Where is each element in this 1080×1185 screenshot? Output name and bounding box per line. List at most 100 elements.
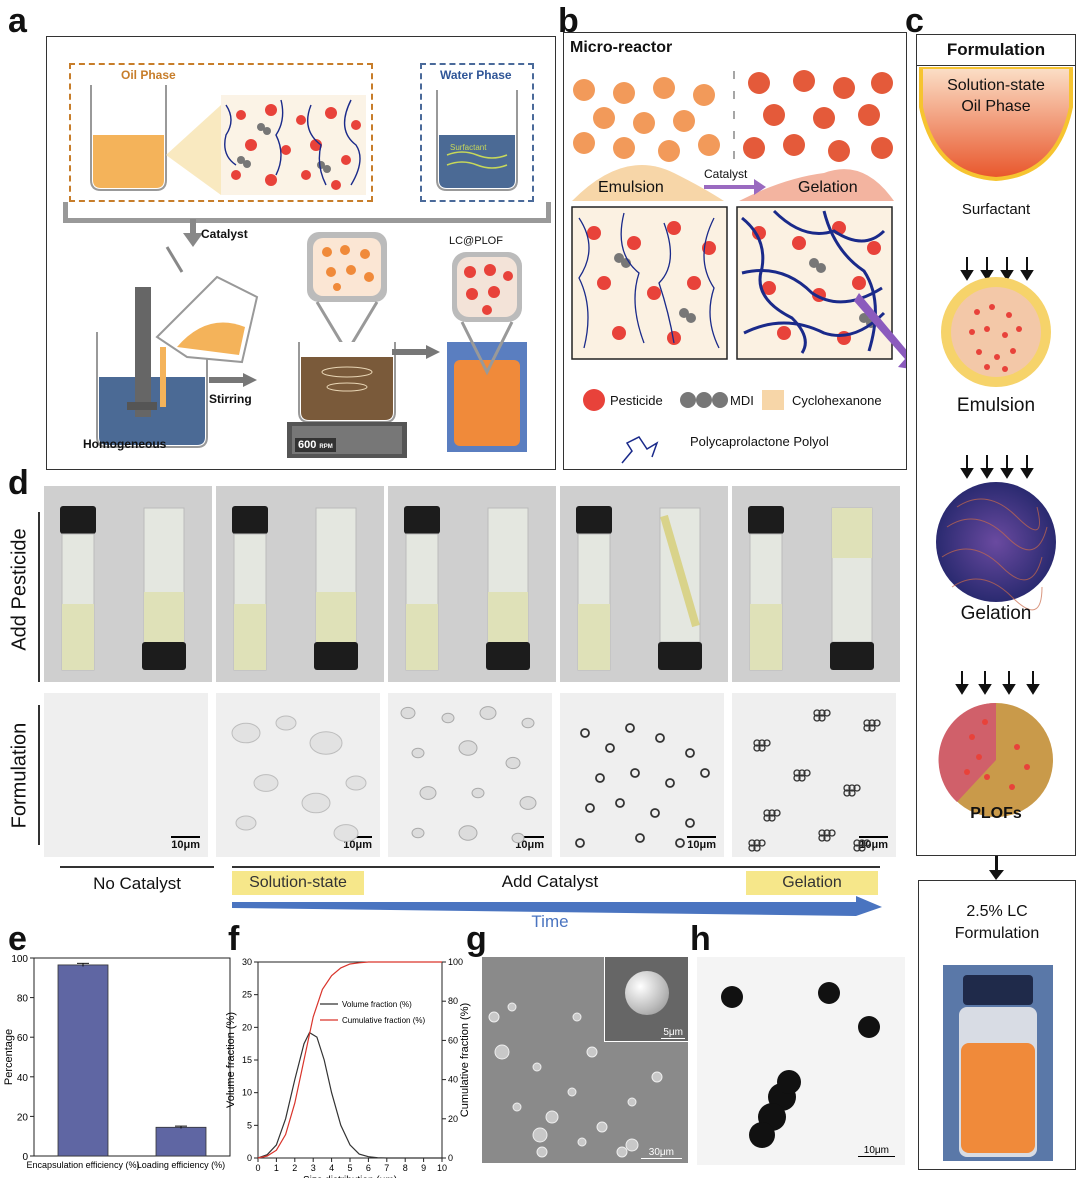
sem-scale-bar: 30μm [641, 1147, 682, 1159]
line-chart-size-distribution: 012345678910051015202530020406080100Size… [222, 948, 472, 1178]
y-tick-label: 0 [247, 1153, 252, 1163]
rpm-unit: RPM [319, 444, 332, 450]
x-tick-label: 3 [311, 1163, 316, 1173]
scale-bar: 10μm [343, 836, 372, 851]
rpm-display: 600 RPM [295, 438, 336, 452]
legend-label: Volume fraction (%) [342, 1000, 412, 1009]
micrograph-2: 10μm [216, 693, 380, 857]
oil-phase-box: Oil Phase [69, 63, 373, 202]
y2-tick-label: 60 [448, 1035, 458, 1045]
panel-c: Formulation [916, 34, 1076, 856]
row-divider [38, 512, 40, 682]
y-axis-label: Volume fraction (%) [225, 1012, 237, 1108]
lc-text-2: Formulation [919, 925, 1075, 943]
y-tick-label: 10 [242, 1088, 252, 1098]
time-label: Time [510, 912, 590, 932]
x-category-label: Encapsulation efficiency (%) [27, 1160, 140, 1170]
stirring-setup-illustration [287, 232, 407, 462]
lc-vial-photo [943, 965, 1053, 1161]
y-axis-label: Percentage [3, 1029, 15, 1085]
no-catalyst-line [60, 866, 214, 868]
emulsion-text: Emulsion [917, 395, 1075, 417]
legend-mdi: MDI [730, 393, 754, 408]
homogeneous-label: Homogeneous [83, 437, 166, 451]
row-divider [38, 705, 40, 845]
y2-tick-label: 0 [448, 1153, 453, 1163]
bar-chart-efficiency: 020406080100PercentageEncapsulation effi… [0, 948, 240, 1178]
x-axis-label: Size distribution (μm) [303, 1175, 397, 1178]
x-tick-label: 7 [384, 1163, 389, 1173]
y-tick-label: 60 [17, 1033, 29, 1044]
vial-cap [658, 642, 702, 670]
surfactant-text: Surfactant [917, 201, 1075, 218]
vial-liquid [316, 592, 356, 642]
vial-cap [576, 506, 612, 534]
x-tick-label: 10 [437, 1163, 447, 1173]
vial-liquid [406, 604, 438, 670]
legend-label: Cumulative fraction (%) [342, 1016, 425, 1025]
tem-scale-bar: 10μm [858, 1145, 895, 1157]
x-tick-label: 2 [292, 1163, 297, 1173]
right-arrow-icon [392, 345, 442, 359]
water-beaker-illustration [422, 65, 532, 200]
vial-cap [748, 506, 784, 534]
gelation-label: Gelation [798, 179, 858, 197]
vial-liquid [750, 604, 782, 670]
micrograph-1: 10μm [44, 693, 208, 857]
bracket [63, 202, 551, 223]
micrograph-row: 10μm 10μm 10μm 10μm 10μm [44, 693, 910, 861]
micrograph-3: 10μm [388, 693, 552, 857]
sem-inset: 5μm [604, 957, 688, 1042]
vial-cap [404, 506, 440, 534]
y2-tick-label: 40 [448, 1075, 458, 1085]
solution-state-badge: Solution-state [232, 871, 364, 895]
vial-liquid [62, 604, 94, 670]
micrograph-5: 10μm [732, 693, 896, 857]
panel-letter-a: a [8, 4, 27, 38]
legend-cyclohexanone: Cyclohexanone [792, 393, 882, 408]
formulation-illustration [917, 67, 1075, 855]
row-label-formulation: Formulation [9, 711, 32, 841]
scale-bar: 10μm [171, 836, 200, 851]
vial-liquid [832, 508, 872, 558]
plofs-text: PLOFs [917, 805, 1075, 823]
scale-bar: 10μm [687, 836, 716, 851]
panel-b: Micro-reactor [563, 32, 907, 470]
legend-polyol: Polycaprolactone Polyol [690, 434, 829, 449]
formulation-title: Formulation [917, 35, 1075, 66]
vial-liquid [234, 604, 266, 670]
water-phase-box: Water Phase Surfactant [420, 63, 534, 202]
y-tick-label: 20 [17, 1112, 29, 1123]
y-tick-label: 80 [17, 994, 29, 1005]
no-catalyst-label: No Catalyst [60, 874, 214, 894]
x-tick-label: 5 [347, 1163, 352, 1173]
panel-a: Oil Phase [46, 36, 556, 470]
down-arrow-icon [986, 856, 1006, 882]
catalyst-label-b: Catalyst [704, 167, 747, 181]
y-tick-label: 25 [242, 990, 252, 1000]
y-tick-label: 15 [242, 1055, 252, 1065]
lc-text-1: 2.5% LC [919, 903, 1075, 921]
vial-cap [60, 506, 96, 534]
emulsion-label: Emulsion [598, 179, 664, 197]
right-arrow-icon [209, 373, 259, 387]
gelation-badge: Gelation [746, 871, 878, 895]
vial-cap [314, 642, 358, 670]
series-line [258, 962, 442, 1158]
vial-liquid [144, 592, 184, 642]
add-catalyst-label: Add Catalyst [470, 872, 630, 892]
y-tick-label: 100 [11, 954, 28, 965]
rpm-value: 600 [298, 439, 316, 451]
y2-axis-label: Cumulative fraction (%) [459, 1003, 471, 1117]
lc-plof-vial-illustration [442, 252, 532, 457]
tem-image: 10μm [697, 957, 905, 1165]
micrograph-4: 10μm [560, 693, 724, 857]
x-tick-label: 0 [255, 1163, 260, 1173]
panel-letter-d: d [8, 466, 29, 500]
vial-cap [486, 642, 530, 670]
stirring-label: Stirring [209, 392, 252, 406]
y-tick-label: 40 [17, 1073, 29, 1084]
vial-liquid [578, 604, 610, 670]
vial-photo-row [44, 486, 910, 682]
y2-tick-label: 20 [448, 1114, 458, 1124]
